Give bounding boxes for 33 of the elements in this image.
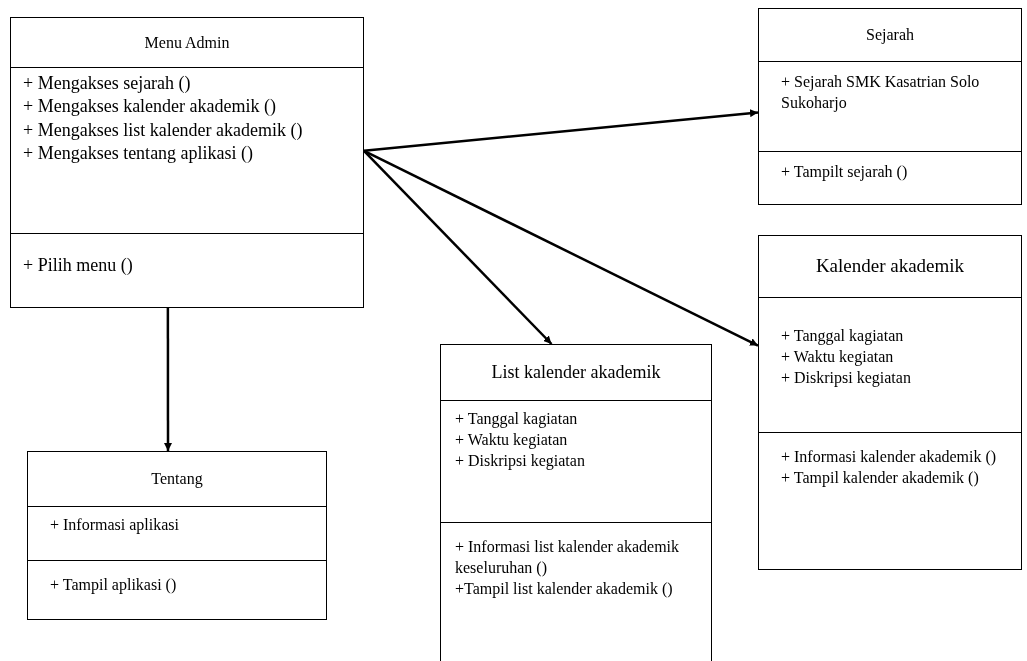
class-name: Sejarah <box>865 25 915 45</box>
class-attribute: + Mengakses list kalender akademik () <box>23 118 304 142</box>
class-method: +Tampil list kalender akademik () <box>455 578 674 600</box>
class-method: + Tampil kalender akademik () <box>781 467 980 489</box>
arrow <box>363 150 553 345</box>
class-attribute: + Mengakses tentang aplikasi () <box>23 142 255 166</box>
class-attribute: + Mengakses kalender akademik () <box>23 95 278 119</box>
class-box <box>27 451 327 620</box>
class-method: + Tampilt sejarah () <box>781 162 909 183</box>
class-name: List kalender akademik <box>490 361 662 384</box>
class-method: + Pilih menu () <box>23 254 134 277</box>
class-attribute: + Tanggal kagiatan <box>455 409 579 430</box>
class-attribute: + Informasi aplikasi <box>50 515 180 536</box>
class-method: + Informasi kalender akademik () <box>781 447 998 468</box>
class-box <box>10 17 364 308</box>
class-attribute: + Diskripsi kegiatan <box>781 367 912 389</box>
class-name: Tentang <box>150 469 204 489</box>
arrow <box>363 149 759 347</box>
arrow <box>363 109 759 153</box>
class-attribute: + Diskripsi kegiatan <box>455 450 586 472</box>
class-attribute: + Tanggal kagiatan <box>781 326 905 347</box>
arrow <box>164 308 172 451</box>
class-method: + Tampil aplikasi () <box>50 575 178 596</box>
class-attribute: + Mengakses sejarah () <box>23 72 192 95</box>
class-method: + Informasi list kalender akademik keseluruhan () <box>455 537 681 579</box>
class-box <box>758 8 1022 205</box>
class-box <box>758 235 1022 570</box>
class-name: Kalender akademik <box>814 255 966 278</box>
class-box <box>440 344 712 661</box>
class-attribute: + Waktu kegiatan <box>781 346 895 368</box>
class-attribute: + Sejarah SMK Kasatrian Solo Sukoharjo <box>781 72 981 114</box>
class-name: Menu Admin <box>143 32 231 53</box>
class-attribute: + Waktu kegiatan <box>455 429 569 451</box>
